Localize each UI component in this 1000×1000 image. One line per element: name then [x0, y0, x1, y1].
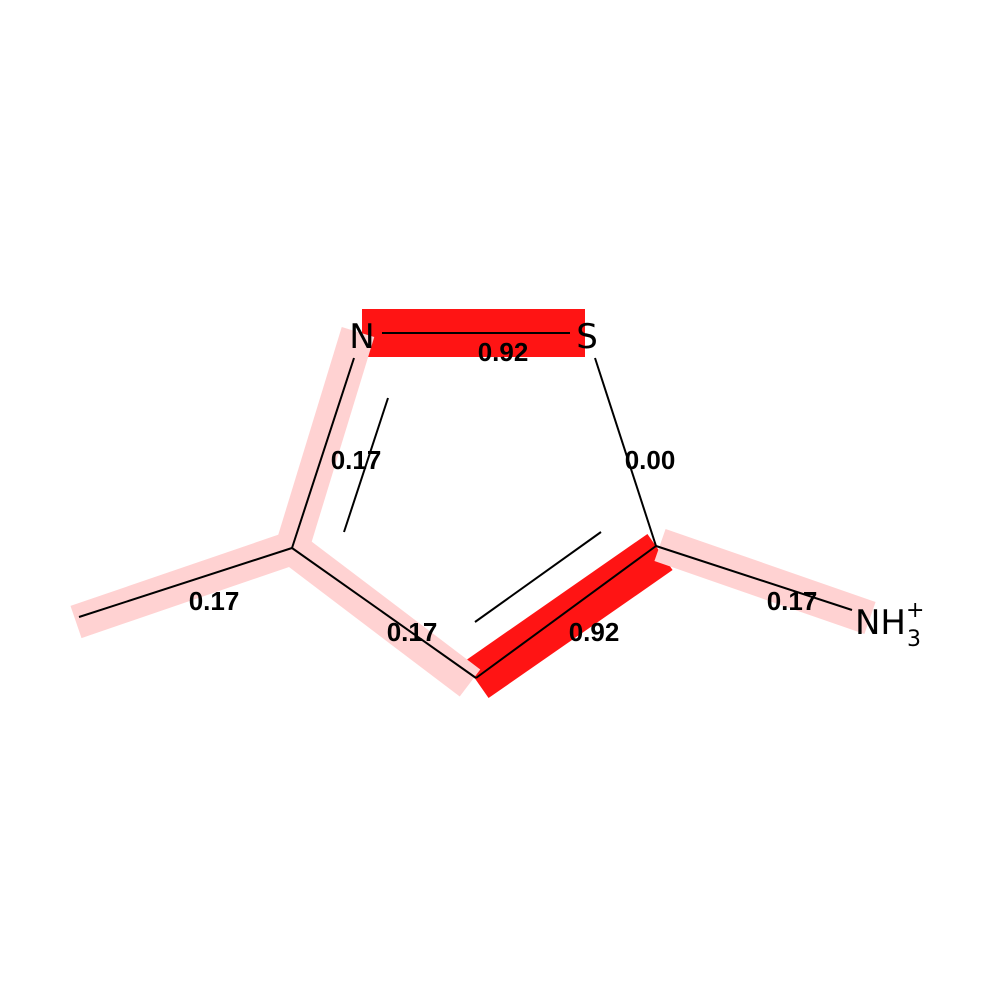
- amine-label: NH: [855, 603, 906, 643]
- amine-charge: +: [906, 598, 924, 623]
- atom-sulfur: S: [576, 317, 598, 357]
- score-c3-n: 0.17: [331, 445, 382, 475]
- score-c3-methyl: 0.17: [189, 586, 240, 616]
- bond-c4-c3: [291, 547, 477, 679]
- bond-c5-c4: [475, 545, 657, 679]
- score-c5-nh3: 0.17: [767, 586, 818, 616]
- highlight-c3-c4: [281, 534, 481, 697]
- bond-c3-methyl: [78, 547, 293, 618]
- bond-c5-nh3: [655, 545, 853, 611]
- score-c3-c4: 0.17: [387, 617, 438, 647]
- score-c4-c5: 0.92: [569, 617, 620, 647]
- bond-c5-c4-inner: [474, 531, 602, 623]
- amine-subscript: 3: [907, 627, 921, 652]
- bond-s-c5: [594, 357, 657, 547]
- highlight-c4-c5: [463, 533, 673, 699]
- bond-c3-n-inner: [343, 397, 389, 533]
- score-n-s: 0.92: [478, 337, 529, 367]
- atom-amine: NH 3 +: [855, 598, 924, 652]
- bond-highlights: [70, 309, 876, 699]
- atom-nitrogen: N: [349, 317, 374, 357]
- score-s-c5: 0.00: [625, 445, 676, 475]
- bond-c3-n: [291, 357, 355, 549]
- bonds: [78, 332, 853, 679]
